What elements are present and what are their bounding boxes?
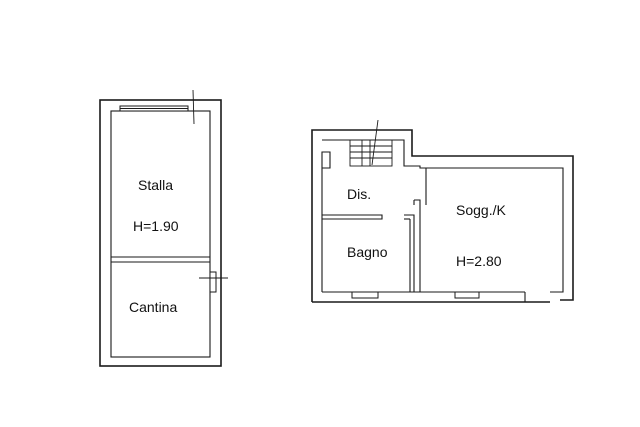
room-label-stalla: Stalla [138,177,174,193]
soggiorno-inner-wall [426,167,564,293]
soggiorno-left-wall [414,199,421,292]
room-label-soggiorno: Sogg./K [456,202,506,218]
stair-symbol [349,119,393,167]
section-mark-top [192,89,195,125]
soggiorno-window [454,291,480,299]
dis-bagno-wall [322,214,383,220]
room-height-stalla: H=1.90 [133,218,179,234]
left-building-outer-wall [99,99,222,367]
room-label-bagno: Bagno [347,244,388,260]
room-label-cantina: Cantina [129,299,178,315]
room-height-soggiorno: H=2.80 [456,253,502,269]
right-building-outer-wall [311,129,574,302]
right-building [311,119,574,303]
cantina-window [209,271,217,293]
left-building [99,89,228,367]
room-label-dis: Dis. [347,186,372,202]
bagno-window [351,291,379,299]
left-building-inner-wall [110,110,211,358]
